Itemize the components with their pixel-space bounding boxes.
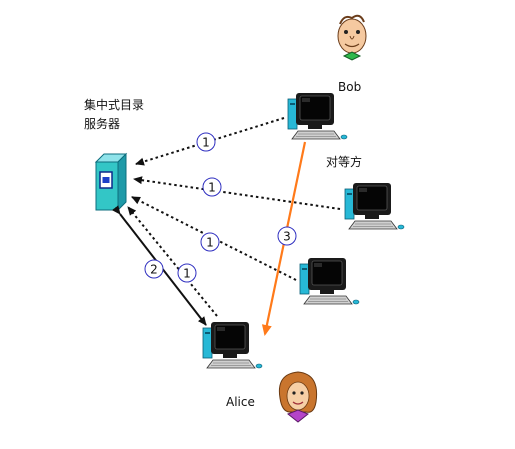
bob-label: Bob	[338, 80, 362, 94]
step-badge-2: 2	[144, 259, 164, 279]
query-arrow-alice	[127, 206, 218, 317]
computer-icon-peer-b	[299, 257, 360, 305]
step-badge-label: 1	[206, 236, 214, 250]
computer-icon-bob	[287, 92, 348, 140]
step-badge-label: 1	[208, 181, 216, 195]
step-badge-1c: 1	[200, 232, 220, 252]
computer-icon-peer-a	[344, 182, 405, 230]
person-bob-icon	[337, 14, 367, 61]
step-badge-label: 2	[150, 263, 158, 277]
step-badge-1a: 1	[196, 132, 216, 152]
step-badge-1d: 1	[177, 263, 197, 283]
computer-icon-alice	[202, 321, 263, 369]
alice-label: Alice	[226, 395, 255, 409]
query-arrow-peer-a	[133, 176, 341, 210]
step-badge-label: 1	[183, 267, 191, 281]
server-label: 集中式目录服务器	[84, 98, 145, 131]
server-icon	[94, 152, 128, 212]
step-badge-1b: 1	[202, 177, 222, 197]
step-badge-label: 1	[202, 136, 210, 150]
peers-label: 对等方	[326, 155, 363, 169]
step-badge-label: 3	[283, 230, 291, 244]
step-badge-3: 3	[277, 226, 297, 246]
person-alice-icon	[278, 371, 318, 423]
